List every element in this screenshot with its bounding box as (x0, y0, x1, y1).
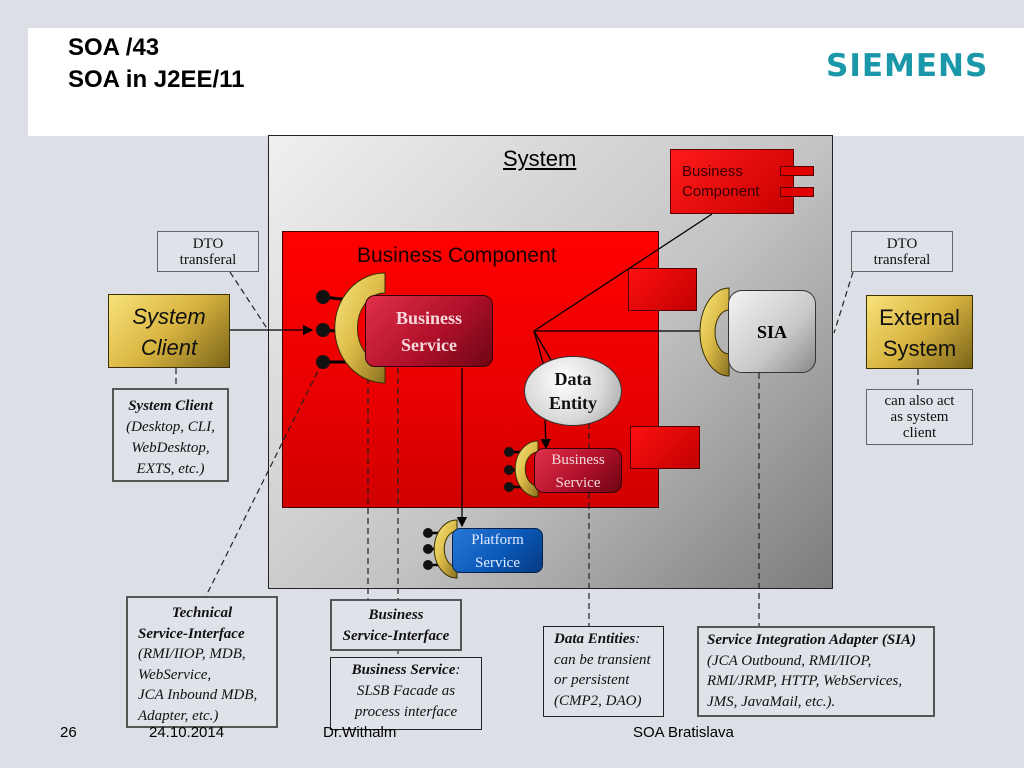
interface-port-icon (423, 528, 433, 538)
interface-port-icon (504, 482, 514, 492)
component-port-square (630, 426, 700, 469)
dto-right-leader (833, 271, 854, 334)
entity-link-line (533, 330, 552, 361)
dto-left-leader (229, 271, 269, 331)
interface-port-icon (504, 447, 514, 457)
system-label: System (503, 146, 577, 171)
interface-port-icon (316, 323, 330, 337)
system-client-box: System Client (108, 294, 230, 368)
interface-port-icon (423, 544, 433, 554)
footer-page-number: 26 (60, 724, 77, 741)
footer-author: Dr.Withalm (323, 724, 397, 741)
business-component-main-label: Business Component (357, 244, 557, 267)
data-entity: Data Entity (524, 356, 622, 426)
business-service-secondary: Business Service (534, 448, 622, 493)
business-service-note: Business Service: SLSB Facade as process… (330, 657, 482, 730)
technical-interface-note: Technical Service-Interface (RMI/IIOP, M… (126, 596, 278, 728)
sia-adapter: SIA (728, 290, 816, 373)
siemens-logo: SIEMENS (826, 48, 989, 84)
dto-transferal-note-right: DTO transferal (851, 231, 953, 272)
platform-service-lollipops (423, 528, 442, 570)
component-port-icon (780, 187, 814, 197)
sia-interface-shell (699, 287, 730, 377)
interface-port-icon (504, 465, 514, 475)
data-entities-note: Data Entities: can be transient or persi… (543, 626, 664, 717)
interface-port-icon (423, 560, 433, 570)
footer-date: 24.10.2014 (149, 724, 225, 741)
footer-event: SOA Bratislava (633, 724, 734, 741)
entity-to-service-arrow (540, 419, 551, 450)
component-port-icon (780, 166, 814, 176)
business-component-top-label: Business Component (682, 163, 760, 200)
platform-interface-shell (433, 519, 458, 579)
system-client-note: System Client (Desktop, CLI, WebDesktop,… (112, 388, 229, 482)
business-interface-note: Business Service-Interface (330, 599, 462, 651)
interface-port-icon (316, 355, 330, 369)
slide-title-line1: SOA /43 (68, 34, 160, 61)
technical-interface-leader (205, 362, 323, 597)
main-service-interface-shell (334, 272, 386, 384)
also-client-note: can also act as system client (866, 389, 973, 445)
slide-title-line2: SOA in J2EE/11 (68, 66, 245, 93)
sia-note: Service Integration Adapter (SIA) (JCA O… (697, 626, 935, 717)
dto-transferal-note-left: DTO transferal (157, 231, 259, 272)
business-service-main: Business Service (365, 295, 493, 367)
slide-header (28, 28, 1024, 136)
external-system-box: External System (866, 295, 973, 369)
small-service-interface-shell (514, 440, 539, 498)
interface-port-icon (316, 290, 330, 304)
component-link-line (533, 213, 713, 332)
platform-service: Platform Service (452, 528, 543, 573)
component-port-square (628, 268, 697, 311)
business-component-top (670, 149, 794, 214)
